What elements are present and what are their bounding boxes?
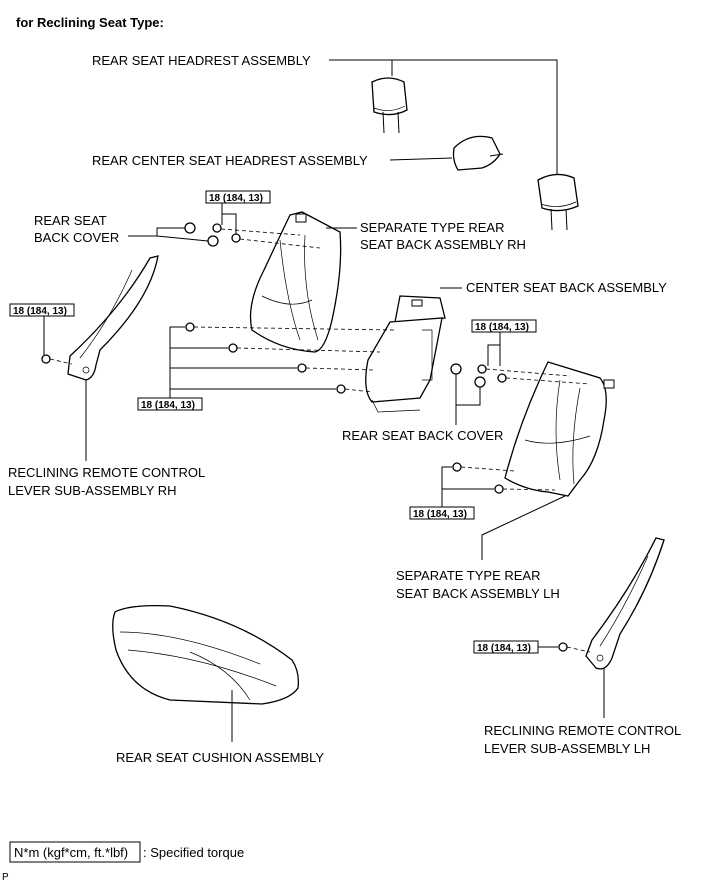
label-reclining-rh-1: RECLINING REMOTE CONTROL [8, 465, 205, 480]
page-title: for Reclining Seat Type: [16, 15, 164, 30]
rear-seat-back-cover-rh-top [184, 222, 196, 234]
rear-seat-headrest-lh [537, 173, 579, 231]
label-separate-rh-1: SEPARATE TYPE REAR [360, 220, 505, 235]
torque-value: 18 (184, 13) [475, 322, 529, 333]
torque-box [205, 190, 271, 204]
legend-text: : Specified torque [143, 845, 244, 860]
bolt-icon [185, 322, 195, 332]
bolt-icon [297, 363, 307, 373]
rear-seat-back-cover-lh-bottom [474, 376, 486, 388]
torque-box [9, 303, 75, 317]
center-seat-back [365, 295, 446, 413]
torque-value: 18 (184, 13) [477, 643, 531, 654]
reclining-lever-lh [585, 537, 665, 670]
label-rear-seat-back-cover-1: REAR SEAT [34, 213, 107, 228]
bolt-icon [494, 484, 504, 494]
torque-value: 18 (184, 13) [141, 400, 195, 411]
rear-seat-headrest-rh [371, 77, 408, 134]
rear-seat-cushion [112, 604, 300, 705]
torque-box [471, 319, 537, 333]
bolt-icon [228, 343, 238, 353]
label-rear-seat-back-cover-2: BACK COVER [34, 230, 119, 245]
legend-torque-box [9, 841, 141, 863]
nut-icon [212, 223, 222, 233]
rear-seat-back-cover-rh-bottom [207, 235, 219, 247]
footer-mark: P [2, 872, 9, 882]
bolt-icon [41, 354, 51, 364]
label-reclining-rh-2: LEVER SUB-ASSEMBLY RH [8, 483, 177, 498]
torque-value: 18 (184, 13) [413, 509, 467, 520]
label-reclining-lh-2: LEVER SUB-ASSEMBLY LH [484, 741, 650, 756]
torque-value: 18 (184, 13) [209, 193, 263, 204]
seat-back-lh [504, 361, 615, 497]
label-reclining-lh-1: RECLINING REMOTE CONTROL [484, 723, 681, 738]
nut-icon [231, 233, 241, 243]
rear-center-seat-headrest [452, 135, 504, 171]
label-separate-lh-1: SEPARATE TYPE REAR [396, 568, 541, 583]
label-rear-center-headrest: REAR CENTER SEAT HEADREST ASSEMBLY [92, 153, 368, 168]
label-separate-rh-2: SEAT BACK ASSEMBLY RH [360, 237, 526, 252]
nut-icon [477, 364, 487, 374]
seat-back-rh [249, 211, 342, 353]
bolt-icon [336, 384, 346, 394]
rear-seat-back-cover-lh-top [450, 363, 462, 375]
label-rear-seat-back-cover-mid: REAR SEAT BACK COVER [342, 428, 503, 443]
reclining-lever-rh [67, 255, 159, 381]
nut-icon [497, 373, 507, 383]
legend-unit: N*m (kgf*cm, ft.*lbf) [14, 845, 128, 860]
torque-value: 18 (184, 13) [13, 306, 67, 317]
label-rear-seat-cushion: REAR SEAT CUSHION ASSEMBLY [116, 750, 324, 765]
label-separate-lh-2: SEAT BACK ASSEMBLY LH [396, 586, 560, 601]
label-rear-seat-headrest: REAR SEAT HEADREST ASSEMBLY [92, 53, 311, 68]
bolt-icon [558, 642, 568, 652]
label-center-seat-back: CENTER SEAT BACK ASSEMBLY [466, 280, 667, 295]
bolt-icon [452, 462, 462, 472]
